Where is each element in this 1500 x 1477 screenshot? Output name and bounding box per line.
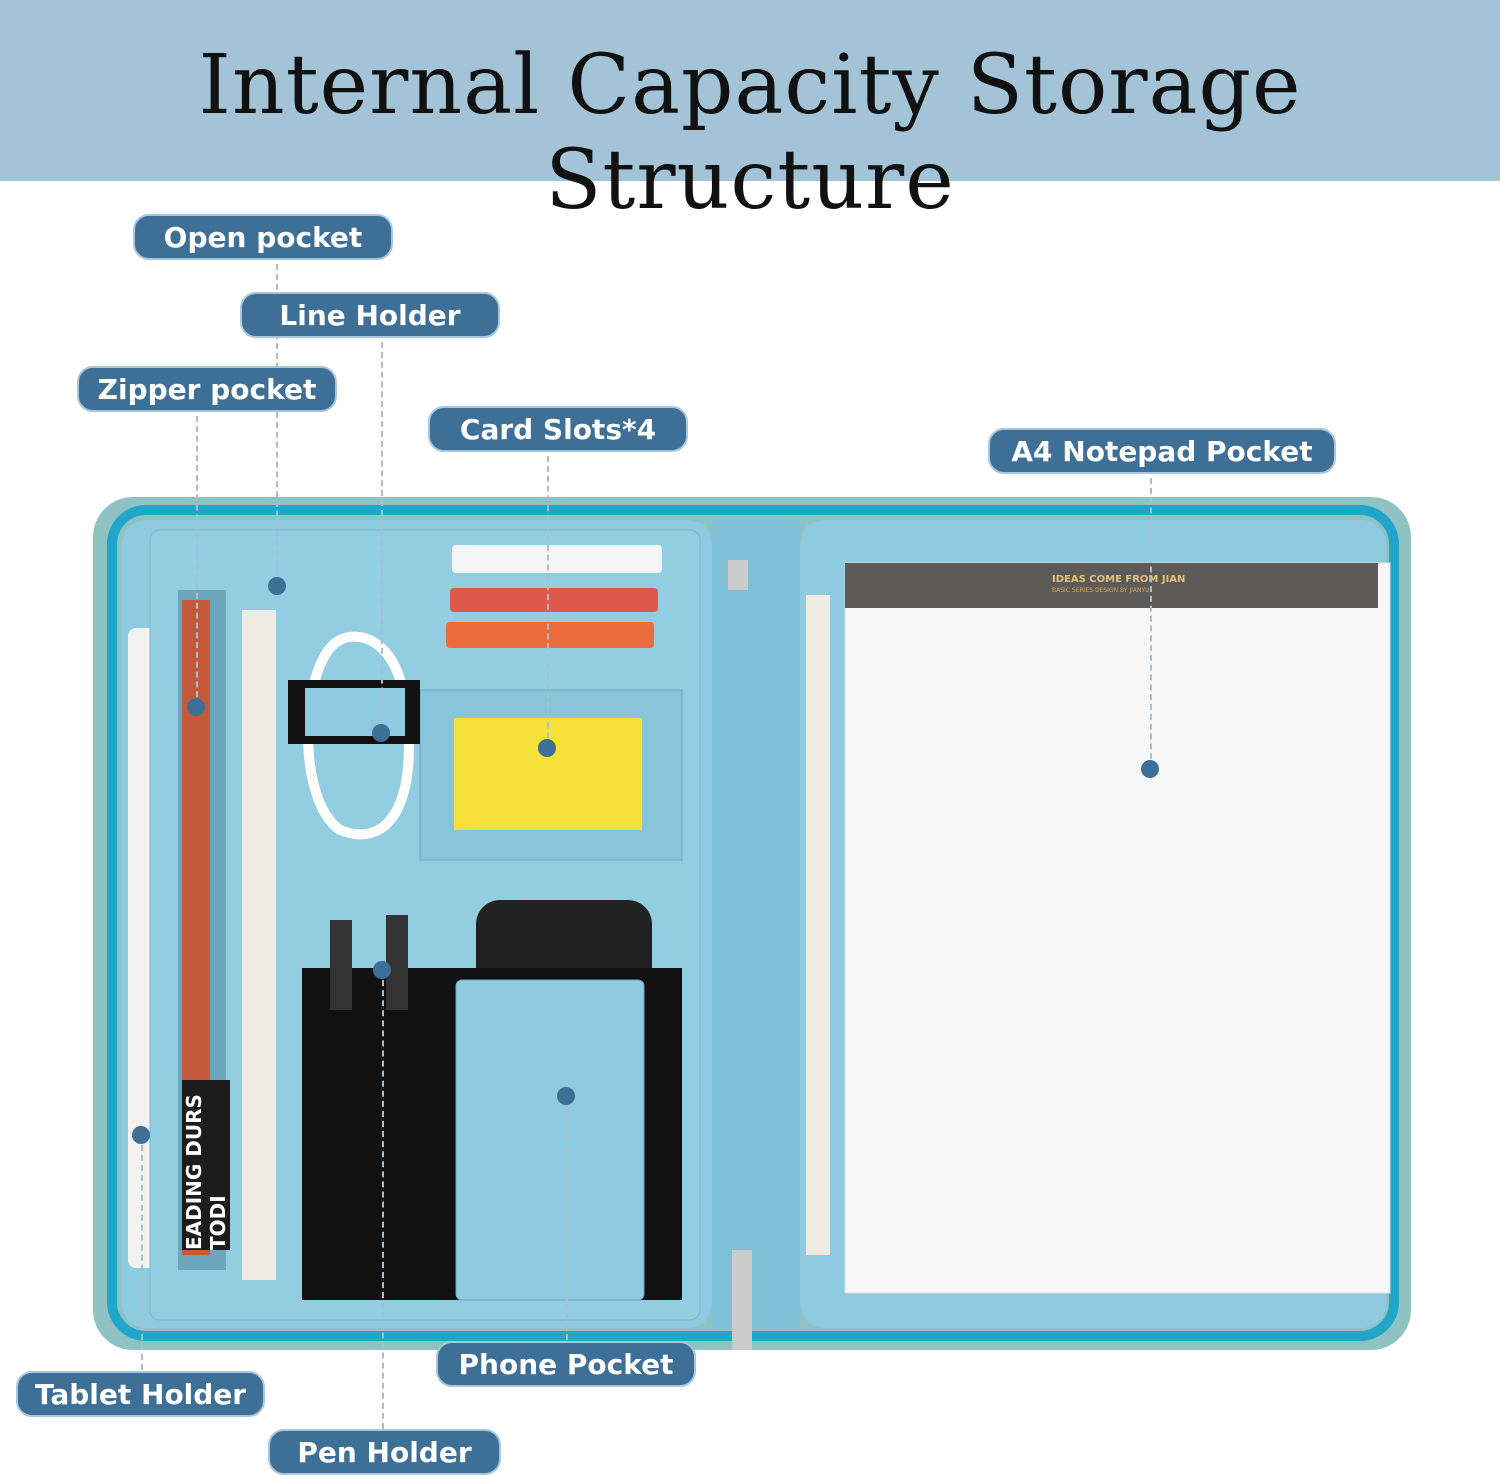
- label-a4-notepad: A4 Notepad Pocket: [988, 428, 1336, 474]
- connector-zipper-pocket: [196, 416, 198, 707]
- marker-pen-holder: [373, 961, 391, 979]
- label-phone-pocket: Phone Pocket: [436, 1341, 696, 1387]
- card-white: [452, 545, 662, 573]
- label-zipper-pocket: Zipper pocket: [77, 366, 337, 412]
- marker-zipper-pocket: [187, 698, 205, 716]
- connector-card-slots: [547, 456, 549, 748]
- notepad-subtitle: BASIC SERIES DESIGN BY JIANYU: [1052, 587, 1150, 594]
- marker-card-slots: [538, 739, 556, 757]
- zipper-pull-bottom: [732, 1250, 752, 1350]
- connector-line-holder: [381, 342, 383, 733]
- card-red: [450, 588, 658, 612]
- open-pocket-papers: [242, 610, 276, 1280]
- spine-papers: [806, 595, 830, 1255]
- marker-open-pocket: [268, 577, 286, 595]
- pen-1: [330, 920, 352, 1010]
- pen-2: [386, 915, 408, 1010]
- connector-phone-pocket: [566, 1096, 568, 1340]
- notepad-brand: IDEAS COME FROM JIAN: [1052, 574, 1186, 585]
- marker-tablet-holder: [132, 1126, 150, 1144]
- phone-pocket: [455, 979, 645, 1301]
- notepad-header: [845, 563, 1378, 608]
- card-orange: [446, 622, 654, 648]
- connector-pen-holder: [382, 970, 384, 1429]
- marker-line-holder: [372, 724, 390, 742]
- spine: [712, 520, 800, 1328]
- line-holder-tab: [305, 688, 405, 736]
- page-title: Internal Capacity Storage Structure: [198, 38, 1302, 228]
- magazine-spine-text: EADING DURS TODI: [182, 1080, 230, 1250]
- marker-a4-notepad: [1141, 760, 1159, 778]
- label-pen-holder: Pen Holder: [268, 1429, 501, 1475]
- connector-open-pocket: [276, 264, 278, 586]
- header-band: [0, 0, 1500, 181]
- connector-tablet-holder: [141, 1135, 143, 1370]
- label-line-holder: Line Holder: [240, 292, 500, 338]
- label-open-pocket: Open pocket: [133, 214, 393, 260]
- notepad: [844, 562, 1391, 1294]
- zipper-pull-top: [728, 560, 748, 590]
- label-tablet-holder: Tablet Holder: [16, 1371, 265, 1417]
- connector-a4-notepad: [1150, 478, 1152, 769]
- zipper-track: [107, 505, 1399, 1341]
- label-card-slots: Card Slots*4: [428, 406, 688, 452]
- marker-phone-pocket: [557, 1087, 575, 1105]
